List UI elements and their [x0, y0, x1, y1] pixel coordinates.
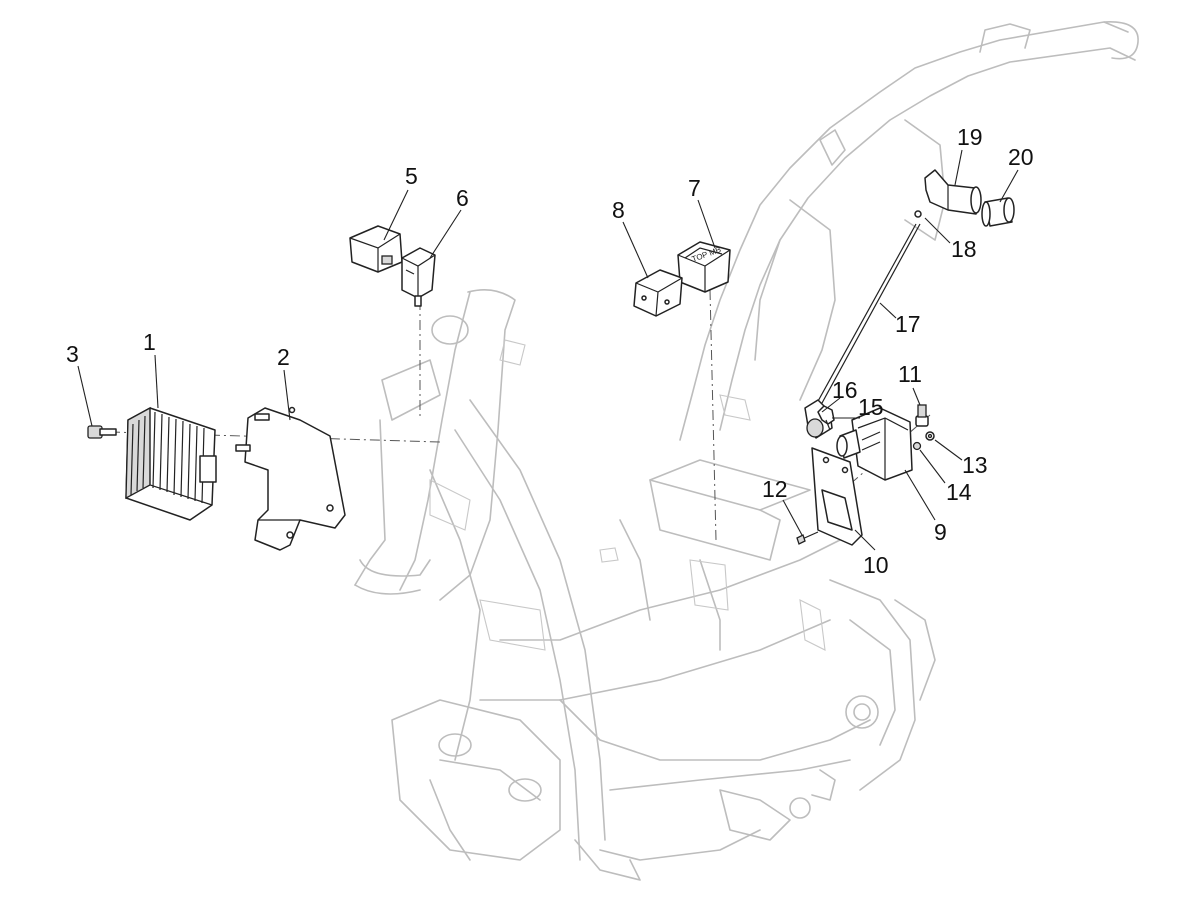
leader-5: [383, 189, 409, 241]
leader-1: [154, 354, 159, 409]
callout-9: 9: [934, 519, 947, 545]
leader-14: [919, 449, 946, 484]
scooter-frame: [354, 21, 1139, 881]
callout-numbers: 1 2 3 5 6 7 8 9 10 11 12 13 14 15 16 17 …: [66, 124, 1034, 578]
callout-1: 1: [143, 329, 156, 355]
callout-12: 12: [762, 476, 788, 502]
callout-11: 11: [898, 361, 922, 387]
callout-6: 6: [456, 185, 469, 211]
nut-part-13: [925, 431, 935, 441]
leader-2: [283, 369, 291, 421]
relay-holder-part-7: TOP MB: [677, 241, 731, 293]
leader-lines: [77, 149, 1019, 551]
leader-16: [821, 397, 841, 413]
callout-5: 5: [405, 163, 418, 189]
leader-10: [854, 529, 876, 551]
ignition-coil-part-9: [836, 407, 913, 481]
leader-7: [697, 199, 716, 249]
relay-socket-part-6: [401, 247, 436, 307]
leader-18: [924, 217, 951, 244]
callout-16: 16: [832, 377, 858, 403]
leader-17: [879, 302, 897, 319]
leader-20: [999, 169, 1019, 203]
washer-part-14: [912, 441, 922, 451]
relay-part-5: [349, 225, 403, 273]
leader-9: [904, 469, 936, 521]
clip-part-15: [817, 405, 835, 431]
callout-8: 8: [612, 197, 625, 223]
leader-11: [912, 387, 921, 406]
voltage-regulator-part-1: [125, 406, 217, 521]
leader-3: [77, 365, 93, 427]
leader-8: [622, 221, 649, 279]
cable-part-17: [811, 223, 921, 415]
callout-20: 20: [1008, 144, 1034, 170]
spark-plug-cap-part-19: [924, 169, 982, 215]
bolt-part-3: [87, 425, 117, 439]
ring-part-18: [914, 210, 922, 218]
callout-10: 10: [863, 552, 889, 578]
screw-part-12: [796, 531, 819, 545]
leader-12: [782, 499, 803, 536]
bolt-part-11: [915, 404, 929, 427]
callout-7: 7: [688, 175, 701, 201]
leader-13: [934, 439, 963, 461]
assembly-line-7: [709, 289, 717, 541]
bracket-plate-part-10: [811, 447, 863, 546]
leader-6: [429, 209, 462, 259]
callout-2: 2: [277, 344, 290, 370]
callout-13: 13: [962, 452, 988, 478]
callout-15: 15: [858, 394, 884, 420]
relay-cover-part-8: [633, 269, 683, 317]
callout-14: 14: [946, 479, 972, 505]
leader-19: [954, 149, 963, 186]
callout-3: 3: [66, 341, 79, 367]
rubber-cover-part-20: [981, 197, 1015, 227]
callout-19: 19: [957, 124, 983, 150]
callout-17: 17: [895, 311, 921, 337]
mounting-bracket-part-2: [235, 406, 346, 551]
callout-18: 18: [951, 236, 977, 262]
